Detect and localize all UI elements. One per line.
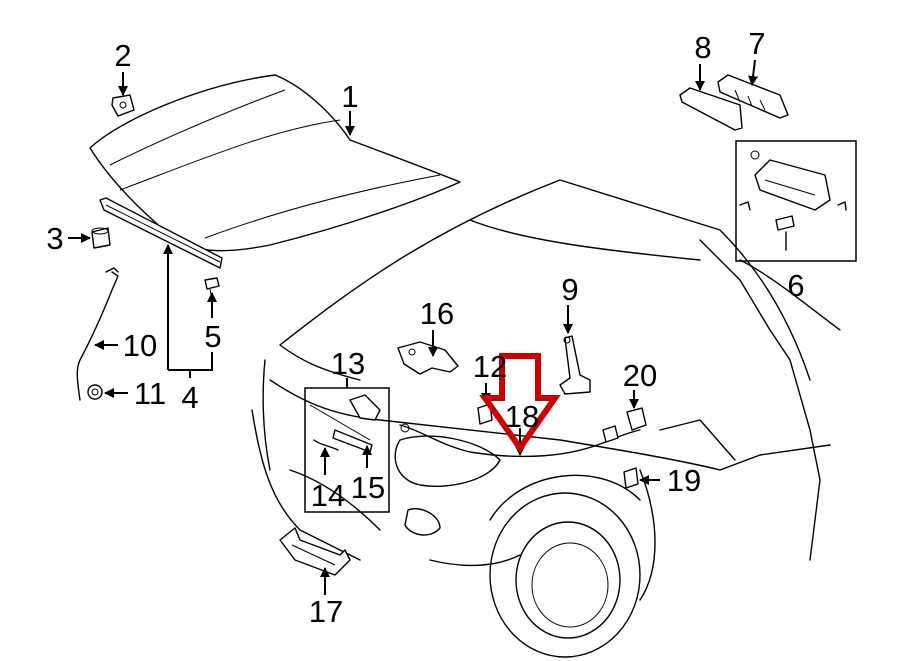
callout-5: 5 (204, 319, 221, 354)
callout-9: 9 (561, 272, 578, 307)
scoop-assembly-box (735, 140, 857, 262)
callout-4: 4 (181, 380, 198, 415)
callout-12: 12 (473, 349, 507, 384)
callout-19: 19 (667, 463, 701, 498)
hood-seal (99, 197, 223, 269)
callout-17: 17 (309, 594, 343, 629)
callout-14: 14 (311, 478, 345, 513)
callout-1: 1 (341, 79, 358, 114)
fastener-part-5 (204, 277, 220, 301)
clip-part-19 (623, 467, 639, 489)
callout-10: 10 (123, 328, 157, 363)
callout-16: 16 (420, 296, 454, 331)
leader-lines (68, 59, 759, 595)
lock-support-box (304, 387, 390, 513)
callout-3: 3 (46, 221, 63, 256)
callout-6: 6 (787, 268, 804, 303)
hood-hinge (559, 335, 591, 395)
callout-11: 11 (134, 376, 166, 411)
vehicle-body (251, 179, 841, 601)
highlight-arrow-icon (479, 353, 561, 454)
grommet-part-11 (87, 384, 103, 400)
callout-15: 15 (351, 470, 385, 505)
prop-rod (76, 267, 119, 401)
hood-release-cable (399, 423, 641, 458)
hood-lock (397, 341, 459, 375)
front-wheel (489, 474, 641, 658)
callout-20: 20 (623, 358, 657, 393)
bumper-part-12 (477, 403, 493, 425)
bracket-part-17 (279, 527, 351, 576)
hood-scoop-parts (679, 74, 789, 131)
clip-part-2 (111, 94, 135, 117)
callout-13: 13 (331, 346, 365, 381)
release-handle (626, 407, 647, 431)
cushion-part-3 (91, 227, 111, 249)
callout-2: 2 (114, 38, 131, 73)
callout-7: 7 (748, 26, 765, 61)
callout-numbers: 1 2 3 4 5 6 7 8 9 10 11 12 13 14 15 16 1… (46, 26, 804, 629)
callout-18: 18 (505, 399, 539, 434)
callout-8: 8 (694, 30, 711, 65)
